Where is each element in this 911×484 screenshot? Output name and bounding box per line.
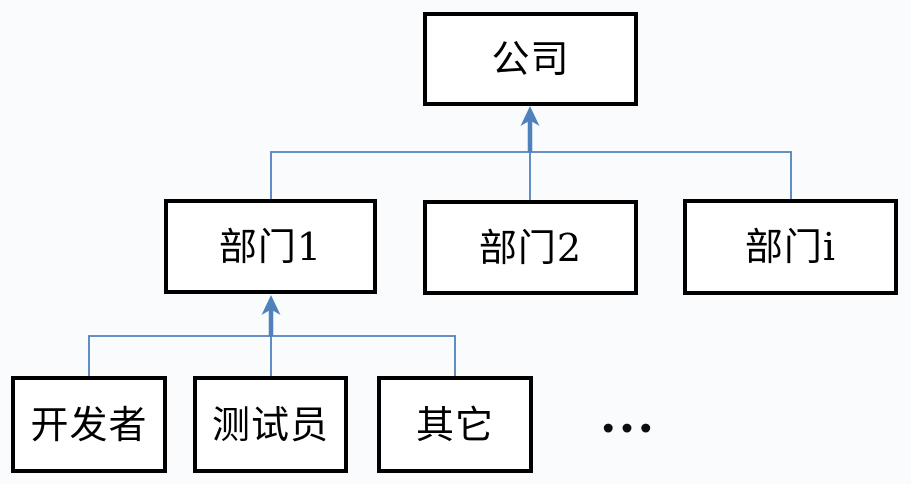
level2-bus-line xyxy=(88,335,456,376)
node-developer-label: 开发者 xyxy=(30,402,148,447)
node-department-1: 部门1 xyxy=(164,199,377,294)
node-other: 其它 xyxy=(377,376,533,473)
node-company: 公司 xyxy=(423,12,638,106)
node-tester: 测试员 xyxy=(193,376,348,473)
node-department-i: 部门i xyxy=(683,199,898,295)
company-arrow-head-icon xyxy=(520,106,540,126)
node-department-i-label: 部门i xyxy=(744,225,837,269)
more-nodes-ellipsis: ... xyxy=(599,388,657,444)
node-company-label: 公司 xyxy=(491,37,570,81)
node-department-2: 部门2 xyxy=(423,200,638,295)
level1-bus-line xyxy=(270,151,792,199)
node-other-label: 其它 xyxy=(415,402,494,447)
node-department-1-label: 部门1 xyxy=(218,224,323,269)
node-department-2-label: 部门2 xyxy=(478,225,583,270)
node-developer: 开发者 xyxy=(11,376,167,473)
node-tester-label: 测试员 xyxy=(211,402,329,447)
dept1-arrow-head-icon xyxy=(261,295,281,315)
